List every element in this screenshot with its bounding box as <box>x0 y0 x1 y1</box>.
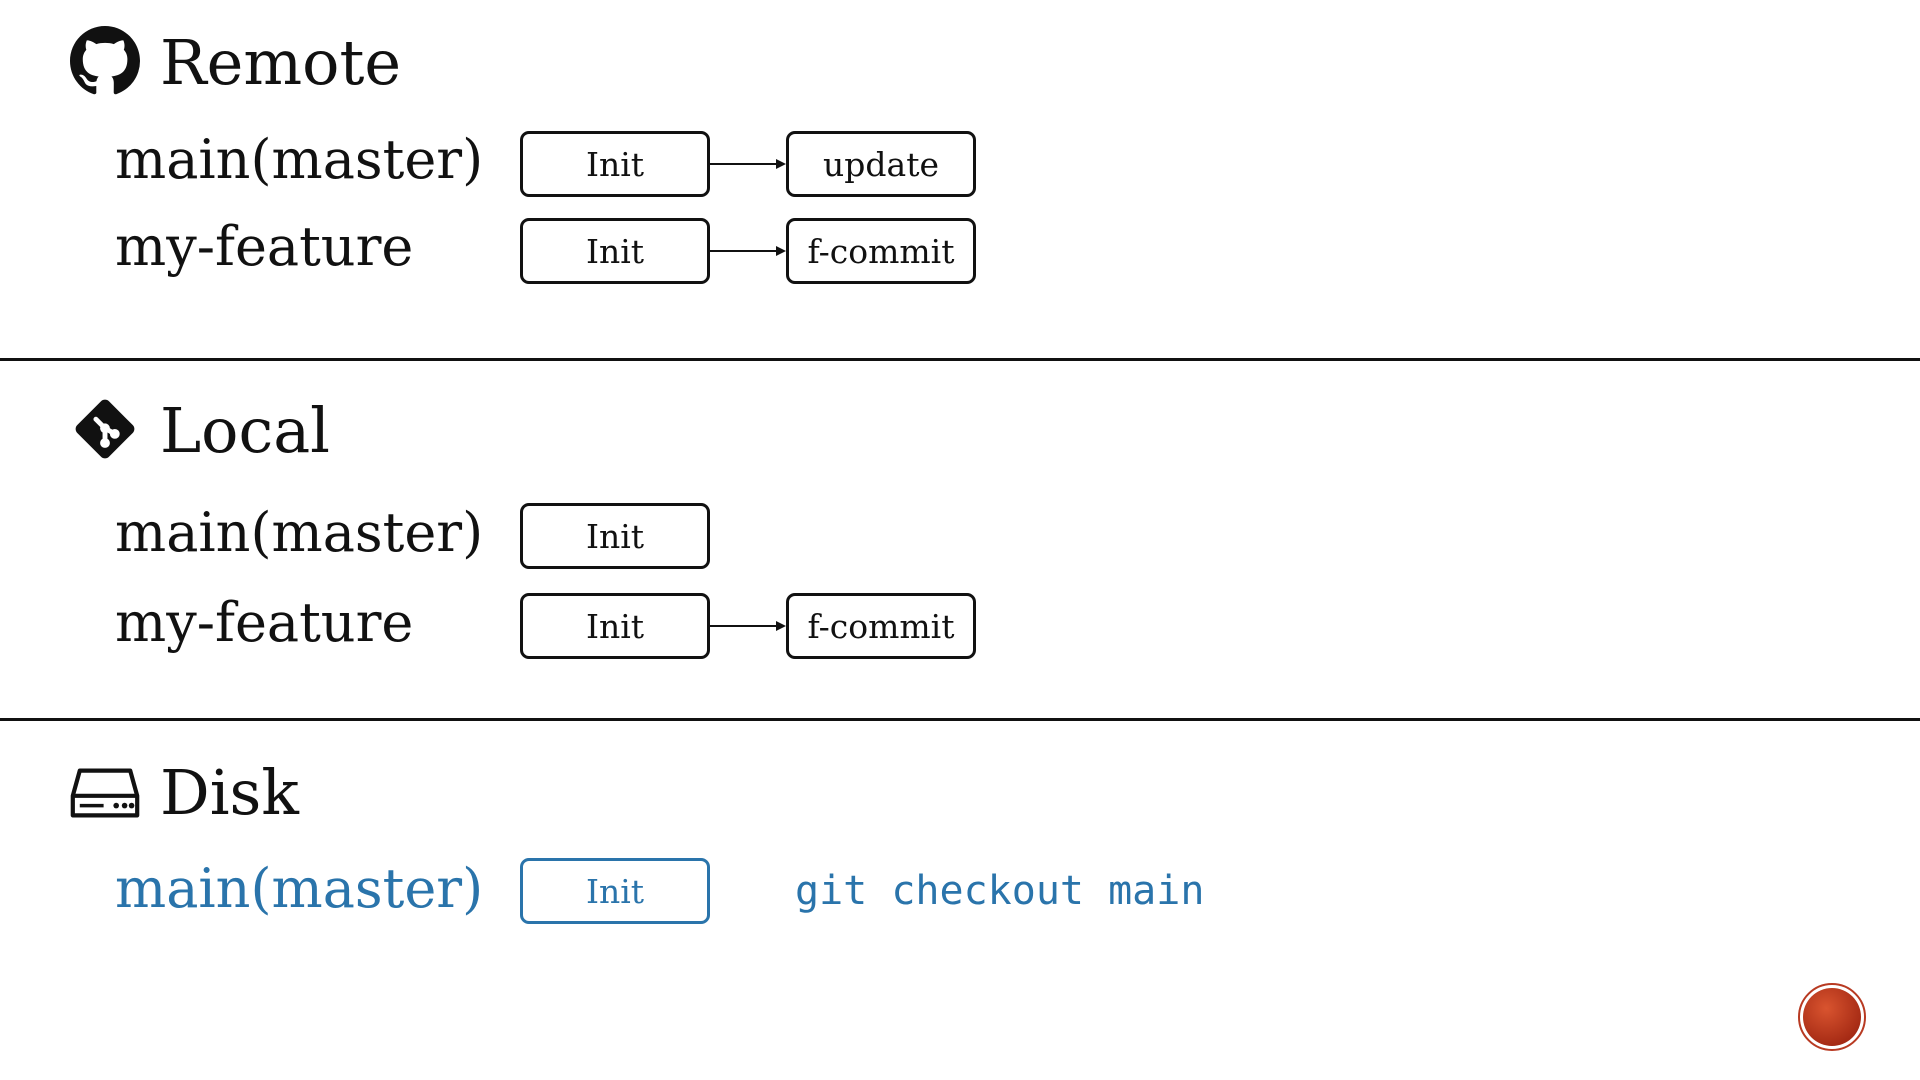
remote-main-commit-init[interactable]: Init <box>520 131 710 197</box>
disk-section-title: Disk <box>160 756 299 829</box>
remote-feature-commit-init[interactable]: Init <box>520 218 710 284</box>
slide-nav-dot-icon[interactable] <box>1797 982 1867 1052</box>
remote-main-arrow <box>710 159 786 169</box>
section-divider-local-disk <box>0 718 1920 721</box>
remote-feature-commit-f-commit[interactable]: f-commit <box>786 218 976 284</box>
local-main-commit-init[interactable]: Init <box>520 503 710 569</box>
local-branch-main-label: main(master) <box>115 501 484 564</box>
git-logo-icon <box>75 399 135 459</box>
github-octocat-icon <box>70 26 140 95</box>
git-checkout-command: git checkout main <box>795 868 1205 914</box>
local-feature-commit-init[interactable]: Init <box>520 593 710 659</box>
local-feature-commit-f-commit[interactable]: f-commit <box>786 593 976 659</box>
section-divider-remote-local <box>0 358 1920 361</box>
hard-drive-icon <box>70 768 140 818</box>
remote-main-commit-update[interactable]: update <box>786 131 976 197</box>
disk-branch-main-label: main(master) <box>115 857 484 920</box>
local-feature-arrow <box>710 621 786 631</box>
remote-feature-arrow <box>710 246 786 256</box>
remote-branch-feature-label: my-feature <box>115 215 414 278</box>
remote-branch-main-label: main(master) <box>115 128 484 191</box>
local-branch-feature-label: my-feature <box>115 591 414 654</box>
remote-section-title: Remote <box>160 26 402 99</box>
disk-main-commit-init[interactable]: Init <box>520 858 710 924</box>
local-section-title: Local <box>160 394 331 467</box>
